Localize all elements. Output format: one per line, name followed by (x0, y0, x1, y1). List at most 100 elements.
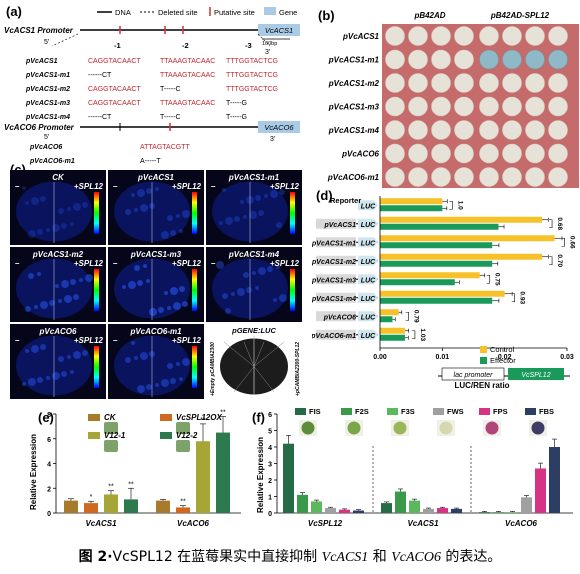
leaf-vein (223, 341, 255, 367)
plate-row-label: pVcACS1-m4 (328, 126, 380, 135)
luminescence-spot (58, 208, 64, 214)
leaf-plus-label: +SPL12 (74, 336, 104, 345)
bar-fis (381, 503, 392, 513)
leaf-plus-label: +SPL12 (172, 336, 202, 345)
luc-label: LUC (361, 314, 376, 321)
ratio-annotation: 0.70 (556, 254, 563, 267)
yeast-spot (479, 120, 499, 140)
significance-bracket (449, 200, 453, 210)
legend-swatch (160, 432, 172, 439)
luc-label: LUC (361, 296, 376, 303)
seq-row-name: pVcACS1-m3 (25, 100, 70, 107)
ratio-annotation: 1.0 (456, 201, 463, 210)
luminescence-spot (52, 224, 60, 232)
yeast-spot (431, 120, 451, 140)
y-tick-label: 5 (268, 429, 272, 436)
luminescence-spot (170, 287, 178, 295)
legend-label: F3S (401, 407, 415, 416)
construct-label: pVcACO6 (323, 314, 356, 321)
leaf-cell: pVcACO6-m1–+SPL12 (108, 324, 204, 399)
luminescence-spot (155, 187, 159, 191)
significance-mark: ** (180, 499, 186, 506)
seq-site1: CAGGTACAACT (88, 100, 141, 107)
yeast-spot (385, 167, 405, 187)
construct-label: pVcACS1-m4 (312, 296, 356, 303)
luminescence-spot (137, 280, 143, 286)
luminescence-spot (161, 379, 169, 387)
leaf-minus-label: – (211, 182, 216, 191)
yeast-spot (525, 96, 545, 117)
luminescence-spot (158, 307, 164, 313)
panel-c: CK–+SPL12pVcACS1–+SPL12pVcACS1-m1–+SPL12… (10, 170, 302, 399)
yeast-spot (431, 73, 451, 93)
luminescence-spot (58, 299, 62, 303)
bar-effector (380, 334, 405, 341)
luminescence-spot (222, 293, 228, 299)
luminescence-spot (128, 281, 136, 289)
five-prime-b: 5' (44, 134, 49, 141)
d-lac-promoter: lac promoter (454, 372, 494, 379)
legend-label: FIS (309, 407, 321, 416)
fruit-photo (104, 422, 118, 434)
category-label: VcACO6 (505, 519, 538, 528)
aco-promoter-label: VcACO6 Promoter (4, 123, 75, 132)
ratio-annotation: 1.03 (419, 328, 426, 341)
leaf-title: CK (52, 173, 65, 182)
yeast-spot (431, 49, 451, 70)
leaf-cell: pVcACS1–+SPL12 (108, 170, 204, 245)
luminescence-spot (52, 372, 60, 380)
bar-vcspl12ox (176, 507, 190, 513)
luminescence-spot (67, 207, 71, 211)
significance-bracket (549, 219, 553, 229)
luminescence-spot (225, 308, 231, 314)
luminescence-spot (140, 204, 148, 212)
luminescence-spot (25, 201, 29, 205)
leaf-plus-label: +SPL12 (172, 259, 202, 268)
bar-effector (380, 297, 493, 304)
yeast-spot (385, 49, 405, 70)
luminescence-spot (40, 301, 48, 309)
significance-mark: ** (108, 484, 114, 491)
caption-gene1: VcACS1 (321, 550, 369, 565)
yeast-spot (385, 120, 405, 140)
yeast-spot (385, 73, 405, 93)
luminescence-spot (58, 356, 64, 362)
yeast-spot (525, 143, 545, 164)
luminescence-spot (131, 193, 135, 197)
yeast-spot (502, 96, 522, 117)
luminescence-spot (255, 286, 259, 290)
yeast-spot (385, 26, 405, 46)
bar-effector (380, 223, 499, 230)
bar-fbs (549, 447, 560, 513)
bar-fbs (353, 510, 364, 513)
yeast-spot (408, 143, 428, 164)
significance-mark: ** (128, 481, 134, 488)
fruit-photo (531, 421, 545, 435)
panel-a-letter: (a) (6, 4, 22, 19)
y-tick-label: 6 (268, 412, 272, 419)
colorbar (290, 192, 295, 234)
luminescence-spot (85, 274, 93, 282)
seq-site3: TTTGGTACTCG (226, 58, 278, 65)
luminescence-spot (46, 376, 50, 380)
leaf-title: pVcACS1 (137, 173, 175, 182)
yeast-spot (548, 120, 568, 140)
bar-effector (380, 260, 493, 267)
leaf-title: pVcACO6 (39, 327, 77, 336)
yeast-spot (548, 73, 568, 93)
luminescence-spot (134, 265, 140, 271)
colorbar (94, 192, 99, 234)
colorbar (192, 192, 197, 234)
seq-row-name: pVcACS1-m2 (25, 86, 70, 93)
fruit-photo (393, 421, 407, 435)
luminescence-spot (255, 195, 261, 201)
legend-dna: DNA (115, 8, 131, 17)
luminescence-spot (279, 294, 287, 302)
luminescence-spot (37, 229, 43, 235)
seq-site1: ------CT (88, 114, 112, 121)
luc-box (358, 292, 378, 303)
colorbar (192, 269, 197, 311)
fruit-photo (347, 421, 361, 435)
luminescence-spot (167, 215, 173, 221)
